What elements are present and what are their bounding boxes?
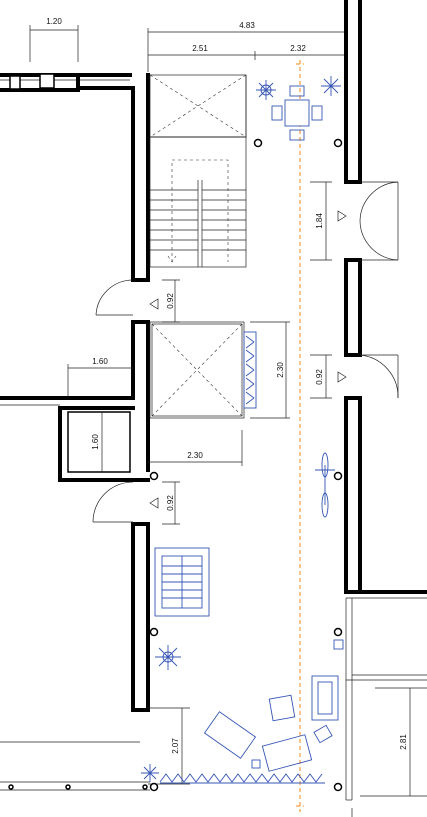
dimension-top-left: 1.20 <box>29 17 79 62</box>
plant-bench-upper <box>243 331 257 409</box>
plant-icon <box>256 80 276 100</box>
bicycle-icon <box>315 452 335 518</box>
door-marker-icon <box>149 497 159 509</box>
dim-label-1-60-vertical: 1.60 <box>91 434 100 450</box>
columns <box>8 138 343 792</box>
door-marker-icon <box>149 298 159 310</box>
left-wall-block <box>0 73 150 791</box>
door-marker-icon <box>337 210 347 222</box>
dim-label-4-83: 4.83 <box>239 21 255 30</box>
staircase <box>149 136 247 268</box>
column-circle-icon <box>333 471 343 481</box>
column-circle-icon <box>333 782 343 792</box>
table-with-chairs <box>271 85 323 141</box>
dimension-small-room: 1.60 <box>91 412 103 472</box>
column-circle-icon <box>8 784 14 790</box>
center-axis-line <box>296 60 304 812</box>
foosball-table <box>154 547 210 617</box>
column-circle-icon <box>333 138 343 148</box>
dimension-corridor: 1.60 <box>67 357 133 396</box>
dim-label-1-20: 1.20 <box>46 17 62 26</box>
dim-label-0-92-upper: 0.92 <box>166 293 175 309</box>
dimension-bottom-right: 2.81 <box>360 687 427 797</box>
small-room <box>67 411 131 473</box>
door-right-double: 1.84 <box>310 181 399 261</box>
dim-label-2-30-vertical: 2.30 <box>276 362 285 378</box>
dim-label-0-92-lower: 0.92 <box>166 495 175 511</box>
column-circle-icon <box>149 782 159 792</box>
column-circle-icon <box>65 784 71 790</box>
plant-bench-lower <box>141 764 325 784</box>
small-device-icon <box>251 639 344 769</box>
dim-label-2-07: 2.07 <box>171 738 180 754</box>
column-circle-icon <box>333 627 343 637</box>
dim-label-2-51: 2.51 <box>192 44 208 53</box>
wall-pier-2 <box>39 73 55 89</box>
column-circle-icon <box>149 627 159 637</box>
right-wall-block <box>344 0 427 817</box>
dim-label-2-81: 2.81 <box>399 734 408 750</box>
dim-label-1-60: 1.60 <box>92 357 108 366</box>
dimension-top-total: 4.83 <box>147 21 347 72</box>
door-left-lower: 0.92 <box>92 481 180 525</box>
dim-label-2-30: 2.30 <box>187 451 203 460</box>
plant-icon <box>155 645 181 670</box>
dim-label-0-92-right: 0.92 <box>315 369 324 385</box>
column-circle-icon <box>142 784 148 790</box>
plant-icon <box>321 76 341 96</box>
column-circle-icon <box>149 471 159 481</box>
dimension-top-segments: 2.51 2.32 <box>148 44 346 60</box>
door-marker-icon <box>337 371 347 383</box>
wall-pier-1 <box>9 75 21 90</box>
column-circle-icon <box>253 138 263 148</box>
door-left-upper: 0.92 <box>95 279 180 323</box>
dimension-lift-lower: 2.30 <box>148 430 243 466</box>
lift-shaft: 2.30 <box>149 321 290 419</box>
armchair-set <box>203 675 339 772</box>
dim-label-1-84: 1.84 <box>315 213 324 229</box>
upper-void <box>149 74 247 138</box>
door-right-single: 0.92 <box>310 354 399 399</box>
dim-label-2-32: 2.32 <box>290 44 306 53</box>
